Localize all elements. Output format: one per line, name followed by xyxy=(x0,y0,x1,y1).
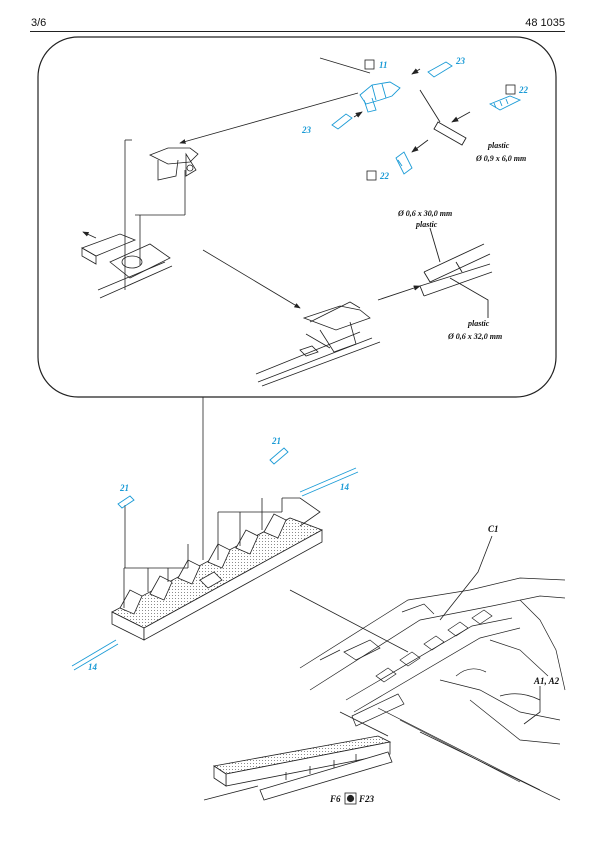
part-23-top xyxy=(411,61,453,78)
part-14-left xyxy=(71,639,119,671)
rod-note-2-material: plastic xyxy=(415,220,438,229)
part-22-right xyxy=(488,95,522,111)
kit-part-label-c1: C1 xyxy=(488,524,499,534)
inset-labels: 11 23 23 22 22 plastic Ø 0,9 x 6,0 mm Ø … xyxy=(301,56,529,341)
part-label-11: 11 xyxy=(379,60,388,70)
detail-inset xyxy=(37,36,557,398)
rod-note-1-material: plastic xyxy=(487,141,510,150)
header-rule xyxy=(30,31,565,32)
frame-assembly xyxy=(111,513,323,641)
bracket-detail xyxy=(359,81,401,113)
part-label-14-right: 14 xyxy=(340,482,350,492)
rod-note-3-size: Ø 0,6 x 32,0 mm xyxy=(447,332,502,341)
kit-part-label-f23: F23 xyxy=(358,794,375,804)
etch-part-icon-22-right xyxy=(505,84,516,95)
rod-note-3-material: plastic xyxy=(467,319,490,328)
rod-short xyxy=(411,89,471,153)
part-label-23-top: 23 xyxy=(455,56,466,66)
frame-callout-lines xyxy=(123,497,409,653)
part-label-21-right: 21 xyxy=(271,436,281,446)
rod-note-2-size: Ø 0,6 x 30,0 mm xyxy=(397,209,452,218)
inset-lower-assembly xyxy=(255,301,381,387)
inset-bracket-assembly xyxy=(81,147,199,299)
part-21-right xyxy=(269,447,289,465)
fuselage-assembly xyxy=(299,577,566,801)
remove-part-icon xyxy=(344,792,357,805)
leader-lines xyxy=(82,57,371,309)
lower-part-f6 xyxy=(203,711,393,801)
kit-part-leaders xyxy=(439,535,541,725)
etch-part-icon-22-left xyxy=(366,170,377,181)
part-14-right xyxy=(299,467,359,497)
kit-part-label-f6: F6 xyxy=(329,794,341,804)
etch-part-icon-11 xyxy=(364,59,375,70)
main-labels: 21 21 14 14 C1 A1, A2 F6 F23 xyxy=(88,436,560,805)
part-label-23-left: 23 xyxy=(301,125,312,135)
page-number: 3/6 xyxy=(31,17,47,29)
part-22-left xyxy=(395,151,413,175)
part-23-left xyxy=(331,111,363,130)
part-label-21-left: 21 xyxy=(119,483,129,493)
part-21-left xyxy=(117,495,135,509)
rod-note-1-size: Ø 0,9 x 6,0 mm xyxy=(475,154,526,163)
long-rods xyxy=(377,227,493,318)
set-number: 48 1035 xyxy=(525,17,565,29)
part-label-22-right: 22 xyxy=(518,85,529,95)
part-label-22-left: 22 xyxy=(379,171,390,181)
part-label-14-left: 14 xyxy=(88,662,98,672)
kit-part-label-a1-a2: A1, A2 xyxy=(533,676,560,686)
